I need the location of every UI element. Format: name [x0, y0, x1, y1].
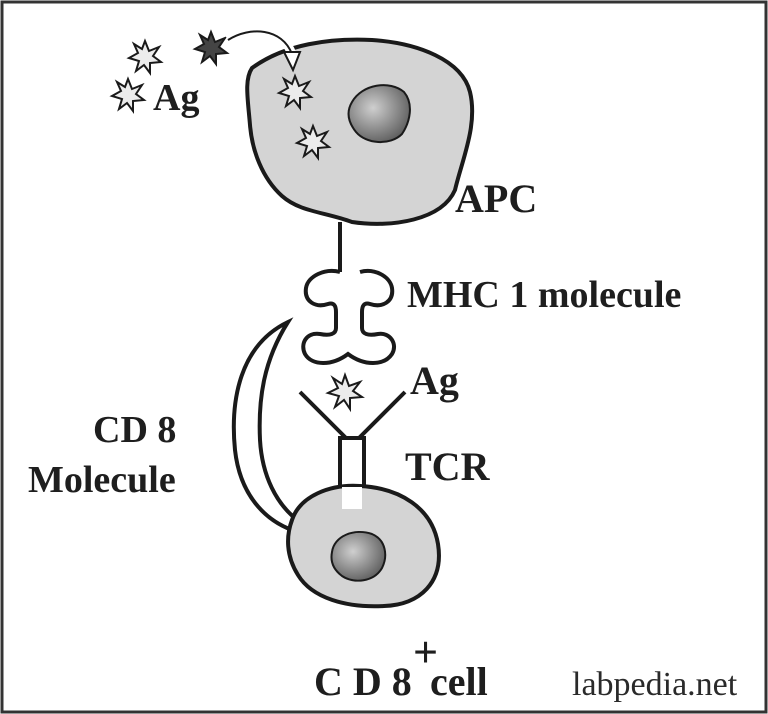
mhc-molecule	[301, 269, 397, 365]
apc-nucleus-icon	[347, 84, 411, 143]
label-cd8-cell-superscript: +	[413, 628, 438, 677]
arrow-head-icon	[282, 51, 302, 73]
t-cell-nucleus-icon	[330, 531, 387, 582]
label-cd8-cell-suffix: cell	[430, 659, 488, 704]
antigen-star-icon	[126, 38, 164, 76]
tcr-arm-left	[298, 390, 350, 442]
label-mhc: MHC 1 molecule	[407, 274, 681, 316]
label-cd8-cell: C D 8	[314, 659, 412, 704]
arrow-outline	[227, 30, 293, 55]
cd8-molecule-shape	[231, 317, 304, 533]
antigen-star-icon	[109, 76, 147, 114]
label-cd8-line2: Molecule	[28, 459, 176, 501]
label-ag-bottom: Ag	[410, 358, 459, 403]
tcr-stem-join	[342, 487, 362, 509]
label-apc: APC	[455, 176, 537, 221]
antigen-star-icon	[325, 371, 365, 413]
antigen-star-icon	[276, 73, 314, 111]
antigen-star-icon	[294, 123, 332, 161]
watermark: labpedia.net	[572, 666, 738, 703]
tcr-arm-right	[355, 390, 407, 442]
antigen-star-dark-icon	[192, 29, 230, 67]
label-cd8-line1: CD 8	[93, 409, 176, 451]
label-tcr: TCR	[405, 444, 491, 489]
label-ag-top: Ag	[153, 77, 199, 119]
